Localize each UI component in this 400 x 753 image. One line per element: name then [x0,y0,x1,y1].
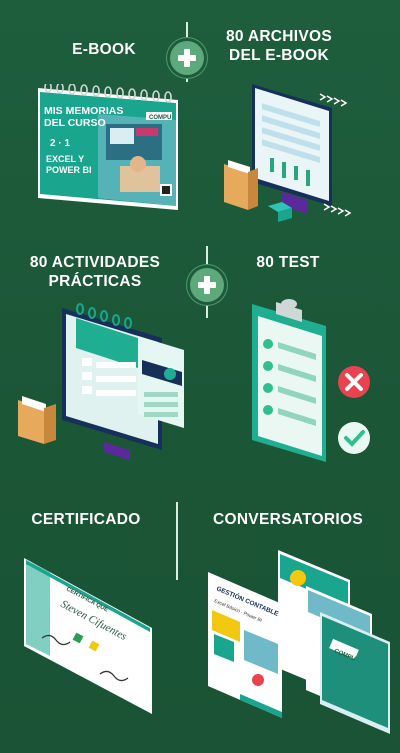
actividades-illustration [18,303,184,460]
ebook-cover-title-line2: DEL CURSO [44,117,106,129]
conversatorios-illustration: GESTIÓN CONTABLE Excel Básico · Power BI… [208,550,390,734]
ebook-cover-course-line1: EXCEL Y [46,154,84,164]
ring-binding [44,84,172,103]
ebook-cover-title-line1: MIS MEMORIAS [44,105,123,117]
ebook-cover-brand: COMPU [149,115,171,121]
folder-icon [18,396,56,444]
ebook-cover-badge: 2 · 1 [50,138,70,149]
label-archivos-line1: 80 ARCHIVOS [225,28,333,45]
archivos-illustration [224,84,352,222]
cross-icon [338,366,370,398]
folder-icon [224,160,258,210]
plus-icon [170,41,204,75]
label-archivos: 80 ARCHIVOS DEL E-BOOK [214,27,344,65]
label-conversatorios: CONVERSATORIOS [212,511,364,528]
check-icon [338,422,370,454]
label-archivos-line2: DEL E-BOOK [228,47,330,64]
label-actividades-line1: 80 ACTIVIDADES [29,254,161,271]
label-certificado: CERTIFICADO [31,511,141,528]
label-test: 80 TEST [256,254,320,271]
test-illustration [252,299,370,462]
label-actividades: 80 ACTIVIDADES PRÁCTICAS [24,253,166,291]
ebook-cover-course-line2: POWER BI [46,165,92,175]
ebook-illustration: MIS MEMORIAS DEL CURSO 2 · 1 EXCEL Y POW… [38,84,178,210]
label-ebook: E-BOOK [72,41,136,58]
plus-icon [190,268,224,302]
label-actividades-line2: PRÁCTICAS [48,273,142,290]
clipboard-icon [252,299,326,462]
divider-row3 [176,502,178,580]
certificado-illustration: CERTIFICA QUE Steven Cifuentes [24,558,152,714]
ring-binding [76,303,133,329]
